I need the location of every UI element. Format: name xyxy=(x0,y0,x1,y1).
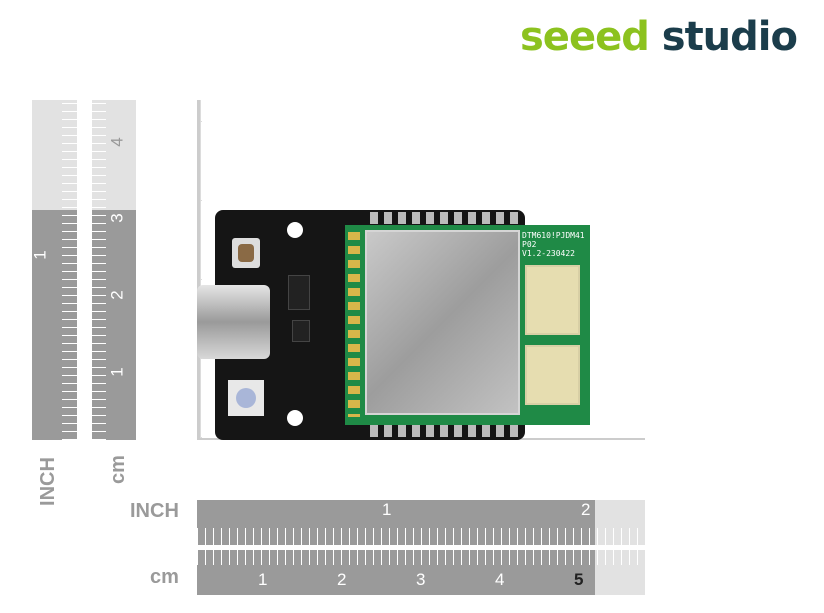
header-pins-top xyxy=(370,212,520,224)
antenna-1 xyxy=(525,265,580,335)
rgb-led xyxy=(228,380,264,416)
vertical-inch-ticks xyxy=(62,100,77,440)
horizontal-cm-tick-4: 4 xyxy=(495,570,505,589)
rf-shield xyxy=(365,230,520,415)
horizontal-inch-ticks xyxy=(197,528,645,545)
vertical-cm-tick-2: 2 xyxy=(107,290,127,300)
vertical-inch-label: INCH xyxy=(36,457,59,506)
horizontal-inch-tick-1: 1 xyxy=(382,500,392,519)
horizontal-inch-tick-2: 2 xyxy=(581,500,591,519)
chip xyxy=(288,275,310,310)
module-label: DTM610!PJDM41 P02 V1.2-230422 xyxy=(522,231,585,258)
usb-c-connector xyxy=(197,285,270,359)
vertical-cm-tick-4: 4 xyxy=(107,137,127,147)
mounting-hole xyxy=(287,410,303,426)
horizontal-cm-ticks xyxy=(197,550,645,565)
seeed-studio-logo: seeed studio xyxy=(520,14,798,60)
vertical-cm-tick-1: 1 xyxy=(107,367,127,377)
antenna-2 xyxy=(525,345,580,405)
horizontal-cm-tick-3: 3 xyxy=(416,570,426,589)
castellated-pads xyxy=(348,232,360,417)
horizontal-cm-label: cm xyxy=(150,566,179,588)
vertical-cm-ticks xyxy=(92,100,106,440)
horizontal-cm-tick-1: 1 xyxy=(258,570,268,589)
horizontal-cm-tick-5: 5 xyxy=(574,570,584,589)
mounting-hole xyxy=(287,222,303,238)
vertical-inch-tick-1: 1 xyxy=(30,250,50,260)
header-pins-bottom xyxy=(370,425,520,437)
horizontal-cm-tick-2: 2 xyxy=(337,570,347,589)
reset-button xyxy=(232,238,260,268)
vertical-cm-tick-3: 3 xyxy=(107,213,127,223)
vertical-cm-label: cm xyxy=(106,455,129,484)
chip xyxy=(292,320,310,342)
horizontal-inch-label: INCH xyxy=(130,500,179,522)
